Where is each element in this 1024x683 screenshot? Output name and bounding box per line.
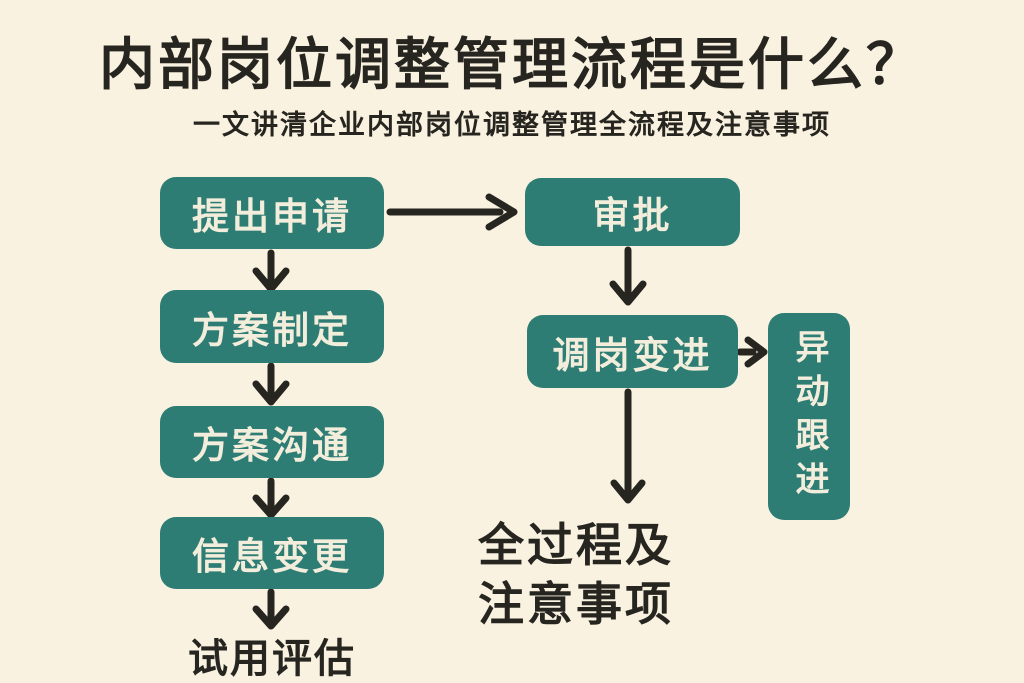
flow-note-line2: 注意事项 — [478, 578, 674, 630]
arrow-transfer-to-follow — [736, 336, 768, 368]
flow-box-transfer-change-label: 调岗变进 — [552, 334, 713, 376]
flow-box-movement-follow-up-label: 异动跟进 — [790, 328, 828, 505]
flow-box-plan-communication: 方案沟通 — [160, 406, 384, 478]
flow-box-info-update-label: 信息变更 — [192, 536, 352, 577]
page-subtitle: 一文讲清企业内部岗位调整管理全流程及注意事项 — [193, 110, 831, 140]
flow-box-submit-application: 提出申请 — [160, 177, 384, 249]
page-title: 内部岗位调整管理流程是什么？ — [99, 33, 925, 96]
flow-box-approval: 审批 — [525, 178, 740, 246]
flow-box-plan-formulation-label: 方案制定 — [192, 309, 352, 351]
flow-box-plan-communication-label: 方案沟通 — [192, 425, 352, 466]
arrow-change-to-trial — [252, 588, 290, 630]
flow-box-transfer-change: 调岗变进 — [527, 315, 738, 388]
flow-box-info-update: 信息变更 — [160, 517, 384, 589]
arrow-apply-to-plan — [252, 249, 290, 293]
flow-box-movement-follow-up: 异动跟进 — [768, 313, 850, 520]
arrow-transfer-to-note — [610, 388, 646, 504]
flow-label-trial-evaluation: 试用评估 — [188, 637, 356, 681]
flow-note-line1: 全过程及 — [478, 519, 674, 571]
flow-note: 全过程及 注意事项 — [478, 516, 738, 634]
arrow-plan-to-communicate — [252, 362, 290, 406]
flow-box-approval-label: 审批 — [592, 195, 673, 236]
arrow-communicate-to-change — [252, 477, 290, 519]
arrow-approve-to-transfer — [609, 246, 647, 306]
arrow-apply-to-approve — [386, 193, 518, 231]
flow-box-plan-formulation: 方案制定 — [160, 290, 384, 363]
flow-box-submit-application-label: 提出申请 — [192, 196, 352, 237]
